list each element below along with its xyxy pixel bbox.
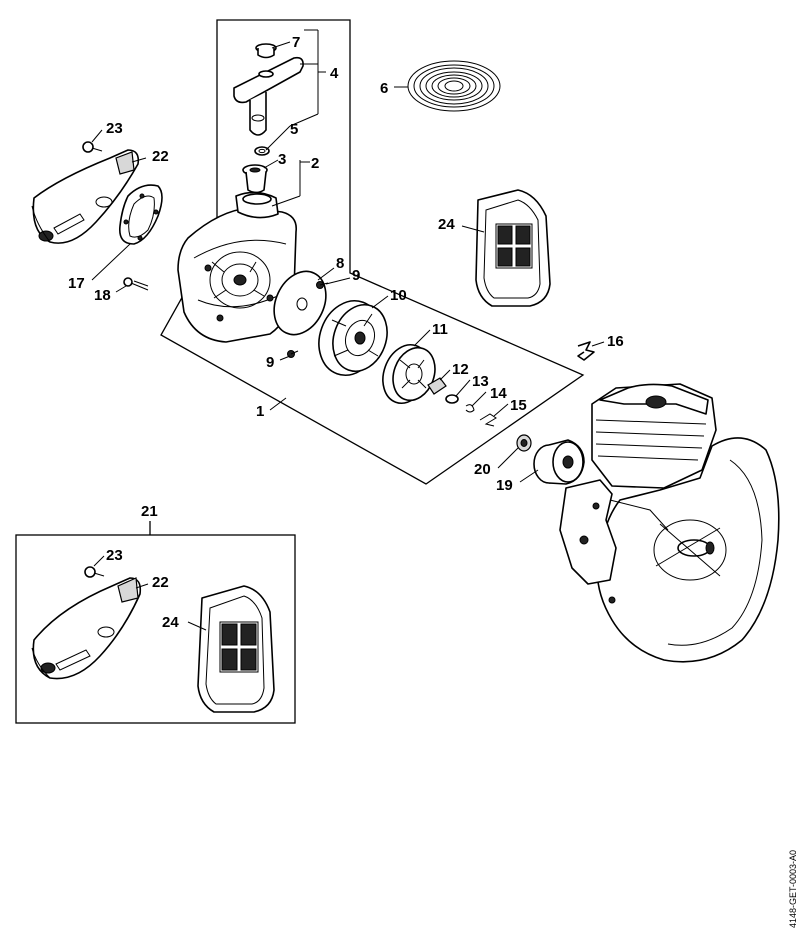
label-part-17: 17 xyxy=(68,275,85,292)
label-part-9-lower: 9 xyxy=(266,354,274,371)
rewind-spring xyxy=(407,60,501,112)
label-part-10: 10 xyxy=(390,287,407,304)
label-part-15: 15 xyxy=(510,397,527,414)
screw-upper xyxy=(316,281,329,289)
label-part-20: 20 xyxy=(474,461,491,478)
cover-lower xyxy=(31,577,142,680)
label-part-19: 19 xyxy=(496,477,513,494)
clip xyxy=(577,341,595,361)
screw-23-upper xyxy=(82,141,103,153)
label-part-7: 7 xyxy=(292,34,300,51)
label-part-8: 8 xyxy=(336,255,344,272)
kit-21-frame xyxy=(15,534,296,724)
pawl-spring xyxy=(479,413,497,427)
label-part-12: 12 xyxy=(452,361,469,378)
filter-lower xyxy=(197,585,275,713)
leader-lines xyxy=(91,29,605,631)
rope-guide-bush xyxy=(242,164,268,194)
label-part-24-upper: 24 xyxy=(438,216,455,233)
pawl xyxy=(427,377,447,395)
label-part-21: 21 xyxy=(141,503,158,520)
label-part-3: 3 xyxy=(278,151,286,168)
label-part-9-upper: 9 xyxy=(352,267,360,284)
label-part-24-lower: 24 xyxy=(162,614,179,631)
screw-23-lower xyxy=(84,566,105,578)
starter-cup xyxy=(382,344,436,404)
label-part-14: 14 xyxy=(490,385,507,402)
grip-washer xyxy=(254,146,270,156)
pawl-washer xyxy=(445,394,459,404)
label-part-4: 4 xyxy=(330,65,339,82)
fan-housing xyxy=(177,191,298,343)
rope-rotor xyxy=(318,300,388,376)
label-part-5: 5 xyxy=(290,121,298,138)
handle-cap xyxy=(255,43,277,59)
cover-upper xyxy=(31,149,140,244)
crankcase-assembly xyxy=(559,383,780,663)
washer-plate xyxy=(273,270,327,336)
label-part-13: 13 xyxy=(472,373,489,390)
drawing-code: 4148-GET-0003-A0 xyxy=(788,850,798,928)
screw-18 xyxy=(123,277,149,291)
gasket-17 xyxy=(118,184,163,245)
starter-grip xyxy=(233,56,304,136)
label-part-18: 18 xyxy=(94,287,111,304)
label-part-23-lower: 23 xyxy=(106,547,123,564)
label-part-2: 2 xyxy=(311,155,319,172)
label-part-23-upper: 23 xyxy=(106,120,123,137)
label-part-16: 16 xyxy=(607,333,624,350)
nut xyxy=(516,434,532,452)
label-part-22-upper: 22 xyxy=(152,148,169,165)
label-part-11: 11 xyxy=(432,321,448,338)
screw-lower xyxy=(287,350,299,358)
fan-cup xyxy=(533,439,585,485)
label-part-6: 6 xyxy=(380,80,388,97)
filter-upper xyxy=(475,189,551,307)
label-part-1: 1 xyxy=(256,403,264,420)
spring-clip xyxy=(465,404,475,413)
label-part-22-lower: 22 xyxy=(152,574,169,591)
